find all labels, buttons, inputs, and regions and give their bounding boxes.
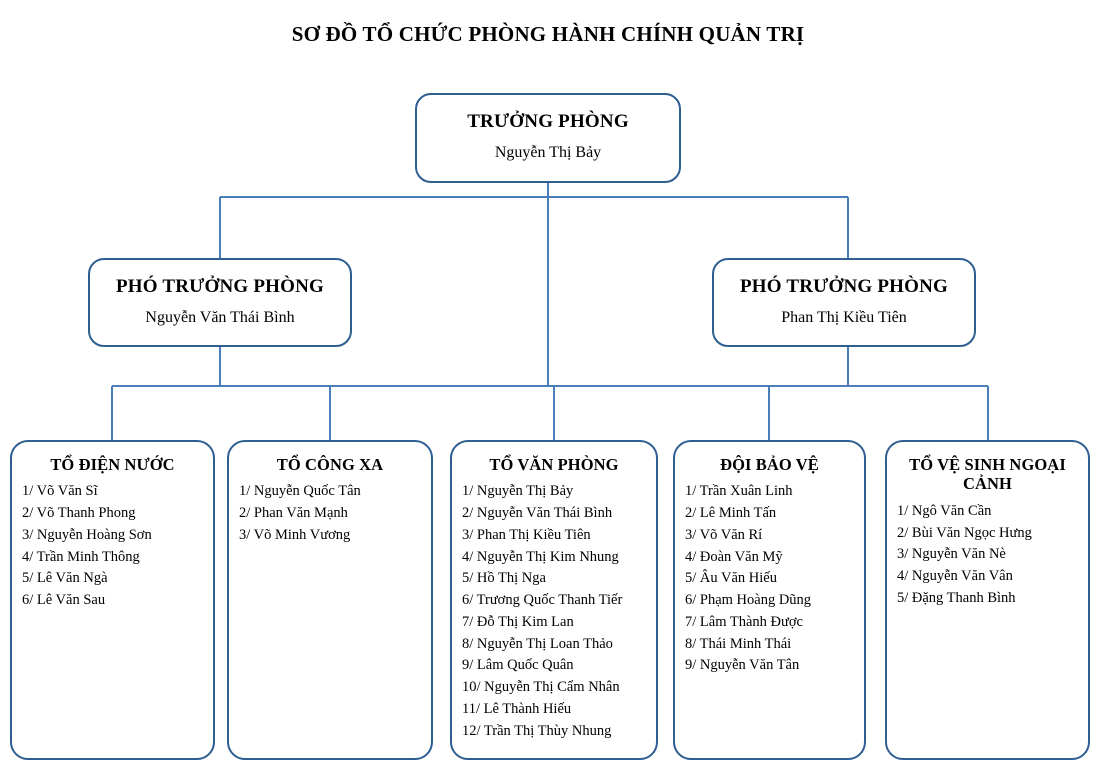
list-item: 3/ Võ Minh Vương — [239, 526, 351, 543]
node-team-2-title: TỔ CÔNG XA — [276, 455, 384, 474]
list-item: 1/ Nguyễn Quốc Tân — [239, 483, 361, 500]
list-item: 3/ Võ Văn Rí — [685, 526, 763, 543]
list-item: 2/ Nguyễn Văn Thái Bình — [462, 505, 613, 522]
member-list-team-4: 1/ Trần Xuân Linh 2/ Lê Minh Tấn 3/ Võ Văn… — [675, 481, 864, 677]
list-item: 2/ Phan Văn Mạnh — [239, 505, 348, 522]
node-team-dien-nuoc[interactable]: TỔ ĐIỆN NƯỚC 1/ Võ Văn Sĩ 2/ Võ Thanh Pho… — [10, 440, 215, 760]
node-team-van-phong[interactable]: TỔ VĂN PHÒNG 1/ Nguyễn Thị Bảy 2/ Nguyễn … — [450, 440, 658, 760]
page-title: SƠ ĐỒ TỔ CHỨC PHÒNG HÀNH CHÍNH QUẢN TRỊ — [291, 22, 805, 46]
node-deputy-right-title: PHÓ TRƯỞNG PHÒNG — [740, 276, 948, 297]
node-team-bao-ve[interactable]: ĐỘI BẢO VỆ 1/ Trần Xuân Linh 2/ Lê Minh T… — [673, 440, 866, 760]
list-item: 5/ Đặng Thanh Bình — [897, 589, 1016, 606]
list-item: 5/ Lê Văn Ngà — [22, 570, 108, 587]
node-head-title: TRƯỞNG PHÒNG — [467, 111, 629, 132]
member-list-team-5: 1/ Ngô Văn Cần 2/ Bùi Văn Ngọc Hưng 3/ Ngu… — [887, 501, 1088, 610]
list-item: 3/ Nguyễn Hoàng Sơn — [22, 526, 152, 543]
list-item: 7/ Đỗ Thị Kim Lan — [462, 613, 574, 630]
node-deputy-right[interactable]: PHÓ TRƯỞNG PHÒNG Phan Thị Kiều Tiên — [712, 258, 976, 347]
list-item: 2/ Bùi Văn Ngọc Hưng — [897, 524, 1032, 541]
list-item: 1/ Nguyễn Thị Bảy — [462, 483, 574, 500]
list-item: 3/ Phan Thị Kiều Tiên — [462, 526, 591, 543]
node-deputy-left-title: PHÓ TRƯỞNG PHÒNG — [116, 276, 324, 297]
list-item: 3/ Nguyễn Văn Nè — [897, 546, 1006, 563]
list-item: 5/ Âu Văn Hiếu — [685, 570, 777, 587]
list-item: 6/ Phạm Hoàng Dũng — [685, 592, 812, 609]
list-item: 10/ Nguyễn Thị Cẩm Nhân — [462, 679, 620, 696]
list-item: 2/ Võ Thanh Phong — [22, 505, 136, 522]
list-item: 4/ Nguyễn Văn Vân — [897, 568, 1013, 585]
list-item: 9/ Lâm Quốc Quân — [462, 657, 574, 674]
node-deputy-right-name: Phan Thị Kiều Tiên — [781, 309, 907, 327]
list-item: 8/ Thái Minh Thái — [685, 635, 792, 652]
node-team-cong-xa[interactable]: TỔ CÔNG XA 1/ Nguyễn Quốc Tân 2/ Phan Văn… — [227, 440, 433, 760]
list-item: 8/ Nguyễn Thị Loan Thảo — [462, 635, 613, 652]
list-item: 1/ Trần Xuân Linh — [685, 483, 793, 500]
list-item: 6/ Lê Văn Sau — [22, 592, 106, 609]
node-team-1-title: TỔ ĐIỆN NƯỚC — [50, 455, 175, 474]
list-item: 4/ Đoàn Văn Mỹ — [685, 548, 783, 565]
list-item: 9/ Nguyễn Văn Tân — [685, 657, 800, 674]
list-item: 11/ Lê Thành Hiếu — [462, 700, 572, 717]
member-list-team-1: 1/ Võ Văn Sĩ 2/ Võ Thanh Phong 3/ Nguyễn H… — [12, 481, 213, 612]
node-head-name: Nguyễn Thị Bảy — [494, 144, 602, 162]
list-item: 4/ Nguyễn Thị Kim Nhung — [462, 548, 619, 565]
node-deputy-left-name: Nguyễn Văn Thái Bình — [145, 309, 295, 327]
list-item: 6/ Trương Quốc Thanh Tiếr — [462, 592, 623, 609]
list-item: 1/ Võ Văn Sĩ — [22, 483, 98, 500]
list-item: 5/ Hồ Thị Nga — [462, 570, 546, 587]
list-item: 1/ Ngô Văn Cần — [897, 502, 992, 519]
list-item: 12/ Trần Thị Thùy Nhung — [462, 722, 612, 739]
node-team-4-title: ĐỘI BẢO VỆ — [720, 455, 819, 474]
member-list-team-2: 1/ Nguyễn Quốc Tân 2/ Phan Văn Mạnh 3/ Võ … — [229, 481, 431, 546]
node-deputy-left[interactable]: PHÓ TRƯỞNG PHÒNG Nguyễn Văn Thái Bình — [88, 258, 352, 347]
member-list-team-3: 1/ Nguyễn Thị Bảy 2/ Nguyễn Văn Thái Bình… — [452, 481, 656, 742]
list-item: 2/ Lê Minh Tấn — [685, 505, 777, 522]
node-team-5-title: TỔ VỆ SINH NGOẠI CẢNH — [909, 455, 1066, 494]
node-team-ve-sinh-ngoai-canh[interactable]: TỔ VỆ SINH NGOẠI CẢNH 1/ Ngô Văn Cần 2/ B… — [885, 440, 1090, 760]
node-team-3-title: TỔ VĂN PHÒNG — [489, 455, 619, 474]
list-item: 7/ Lâm Thành Được — [685, 613, 803, 630]
list-item: 4/ Trần Minh Thông — [22, 548, 140, 565]
node-head-of-department[interactable]: TRƯỞNG PHÒNG Nguyễn Thị Bảy — [415, 93, 681, 183]
